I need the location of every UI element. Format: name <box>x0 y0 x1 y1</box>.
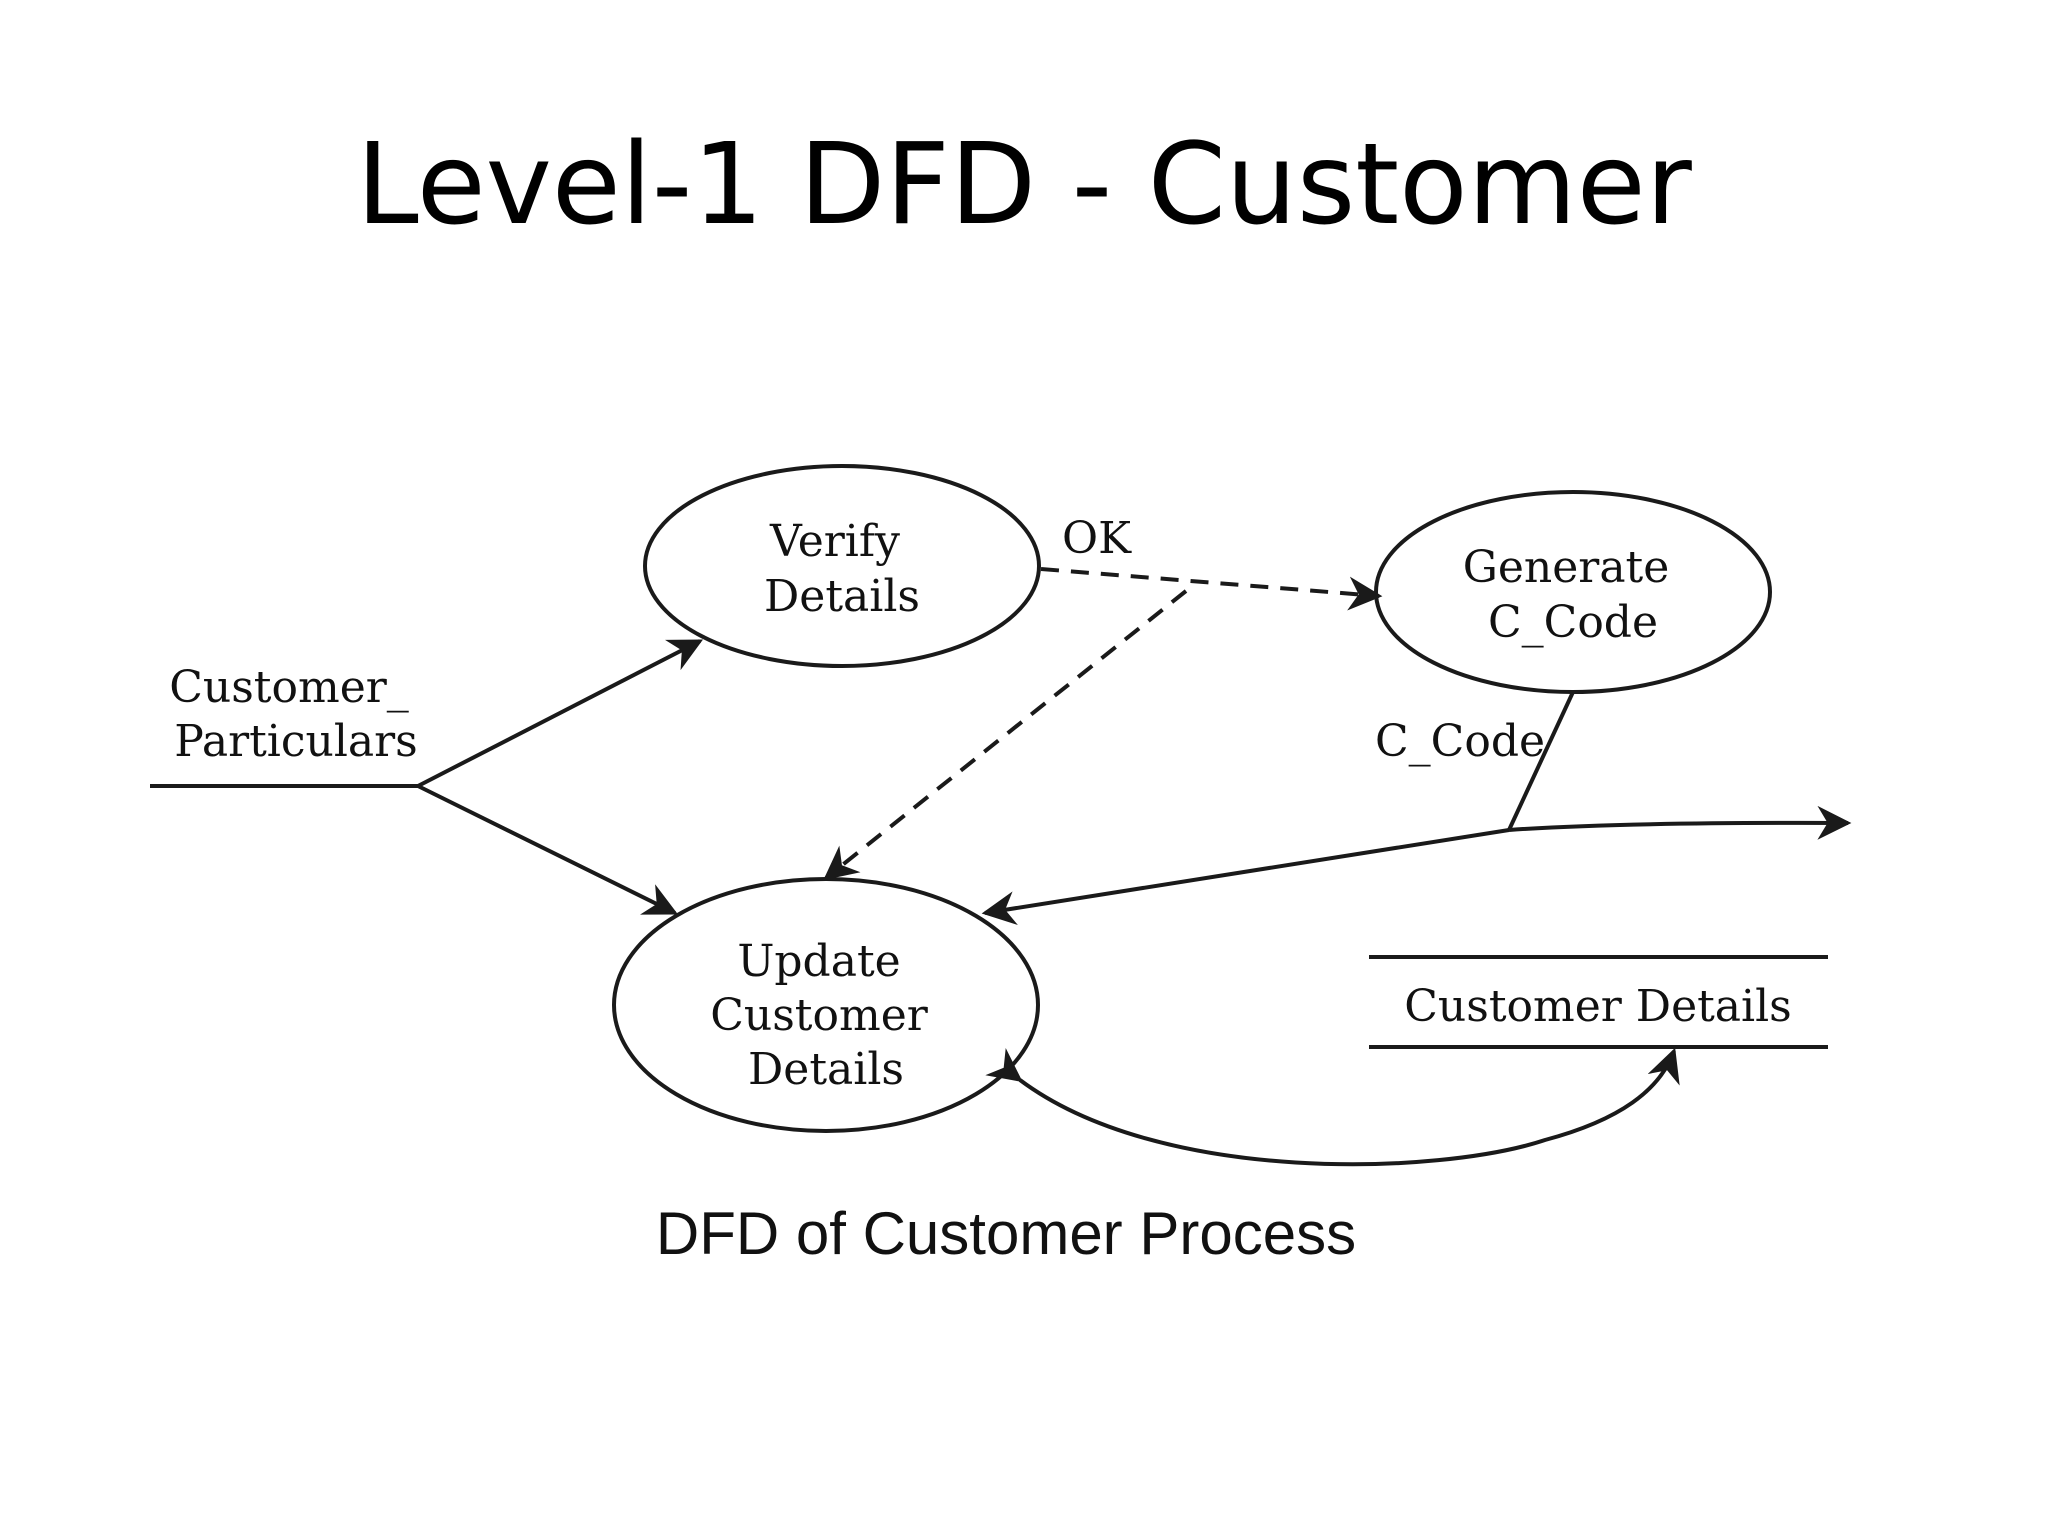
diagram-caption: DFD of Customer Process <box>656 1200 1356 1267</box>
process-generate-ccode-label: Generate C_Code <box>1463 542 1684 648</box>
flow-ok-label: OK <box>1062 513 1132 564</box>
flow-ok-dashed-to-update <box>823 589 1188 881</box>
flow-to-update-arrow <box>417 784 679 915</box>
flow-input-line-1: Customer_ <box>169 662 409 713</box>
flow-ccode-output-arrow <box>1508 805 1852 840</box>
process-verify-details <box>643 464 1041 668</box>
process-update-customer-details-label: Update Customer Details <box>710 936 942 1095</box>
flow-to-verify-arrow <box>417 639 704 788</box>
process-update-line-2: Customer <box>710 990 929 1041</box>
data-store-label: Customer Details <box>1404 981 1792 1032</box>
flow-input-line-2: Particulars <box>174 716 418 767</box>
process-generate-line-1: Generate <box>1463 542 1670 593</box>
process-verify-line-1: Verify <box>769 516 900 567</box>
process-update-line-3: Details <box>748 1044 904 1095</box>
flow-ccode-to-update-arrow <box>981 828 1510 926</box>
flow-ccode-label: C_Code <box>1375 716 1545 767</box>
process-update-line-1: Update <box>737 936 900 987</box>
process-generate-line-2: C_Code <box>1488 597 1658 648</box>
process-verify-line-2: Details <box>764 571 920 622</box>
flow-ok-dashed-to-generate <box>1040 567 1383 611</box>
flow-update-store-bidirectional <box>985 1047 1680 1167</box>
slide-title: Level-1 DFD - Customer <box>356 120 1692 250</box>
process-verify-details-label: Verify Details <box>764 516 920 622</box>
flow-ccode-line <box>1507 691 1575 831</box>
flow-input-label: Customer_ Particulars <box>169 662 423 767</box>
